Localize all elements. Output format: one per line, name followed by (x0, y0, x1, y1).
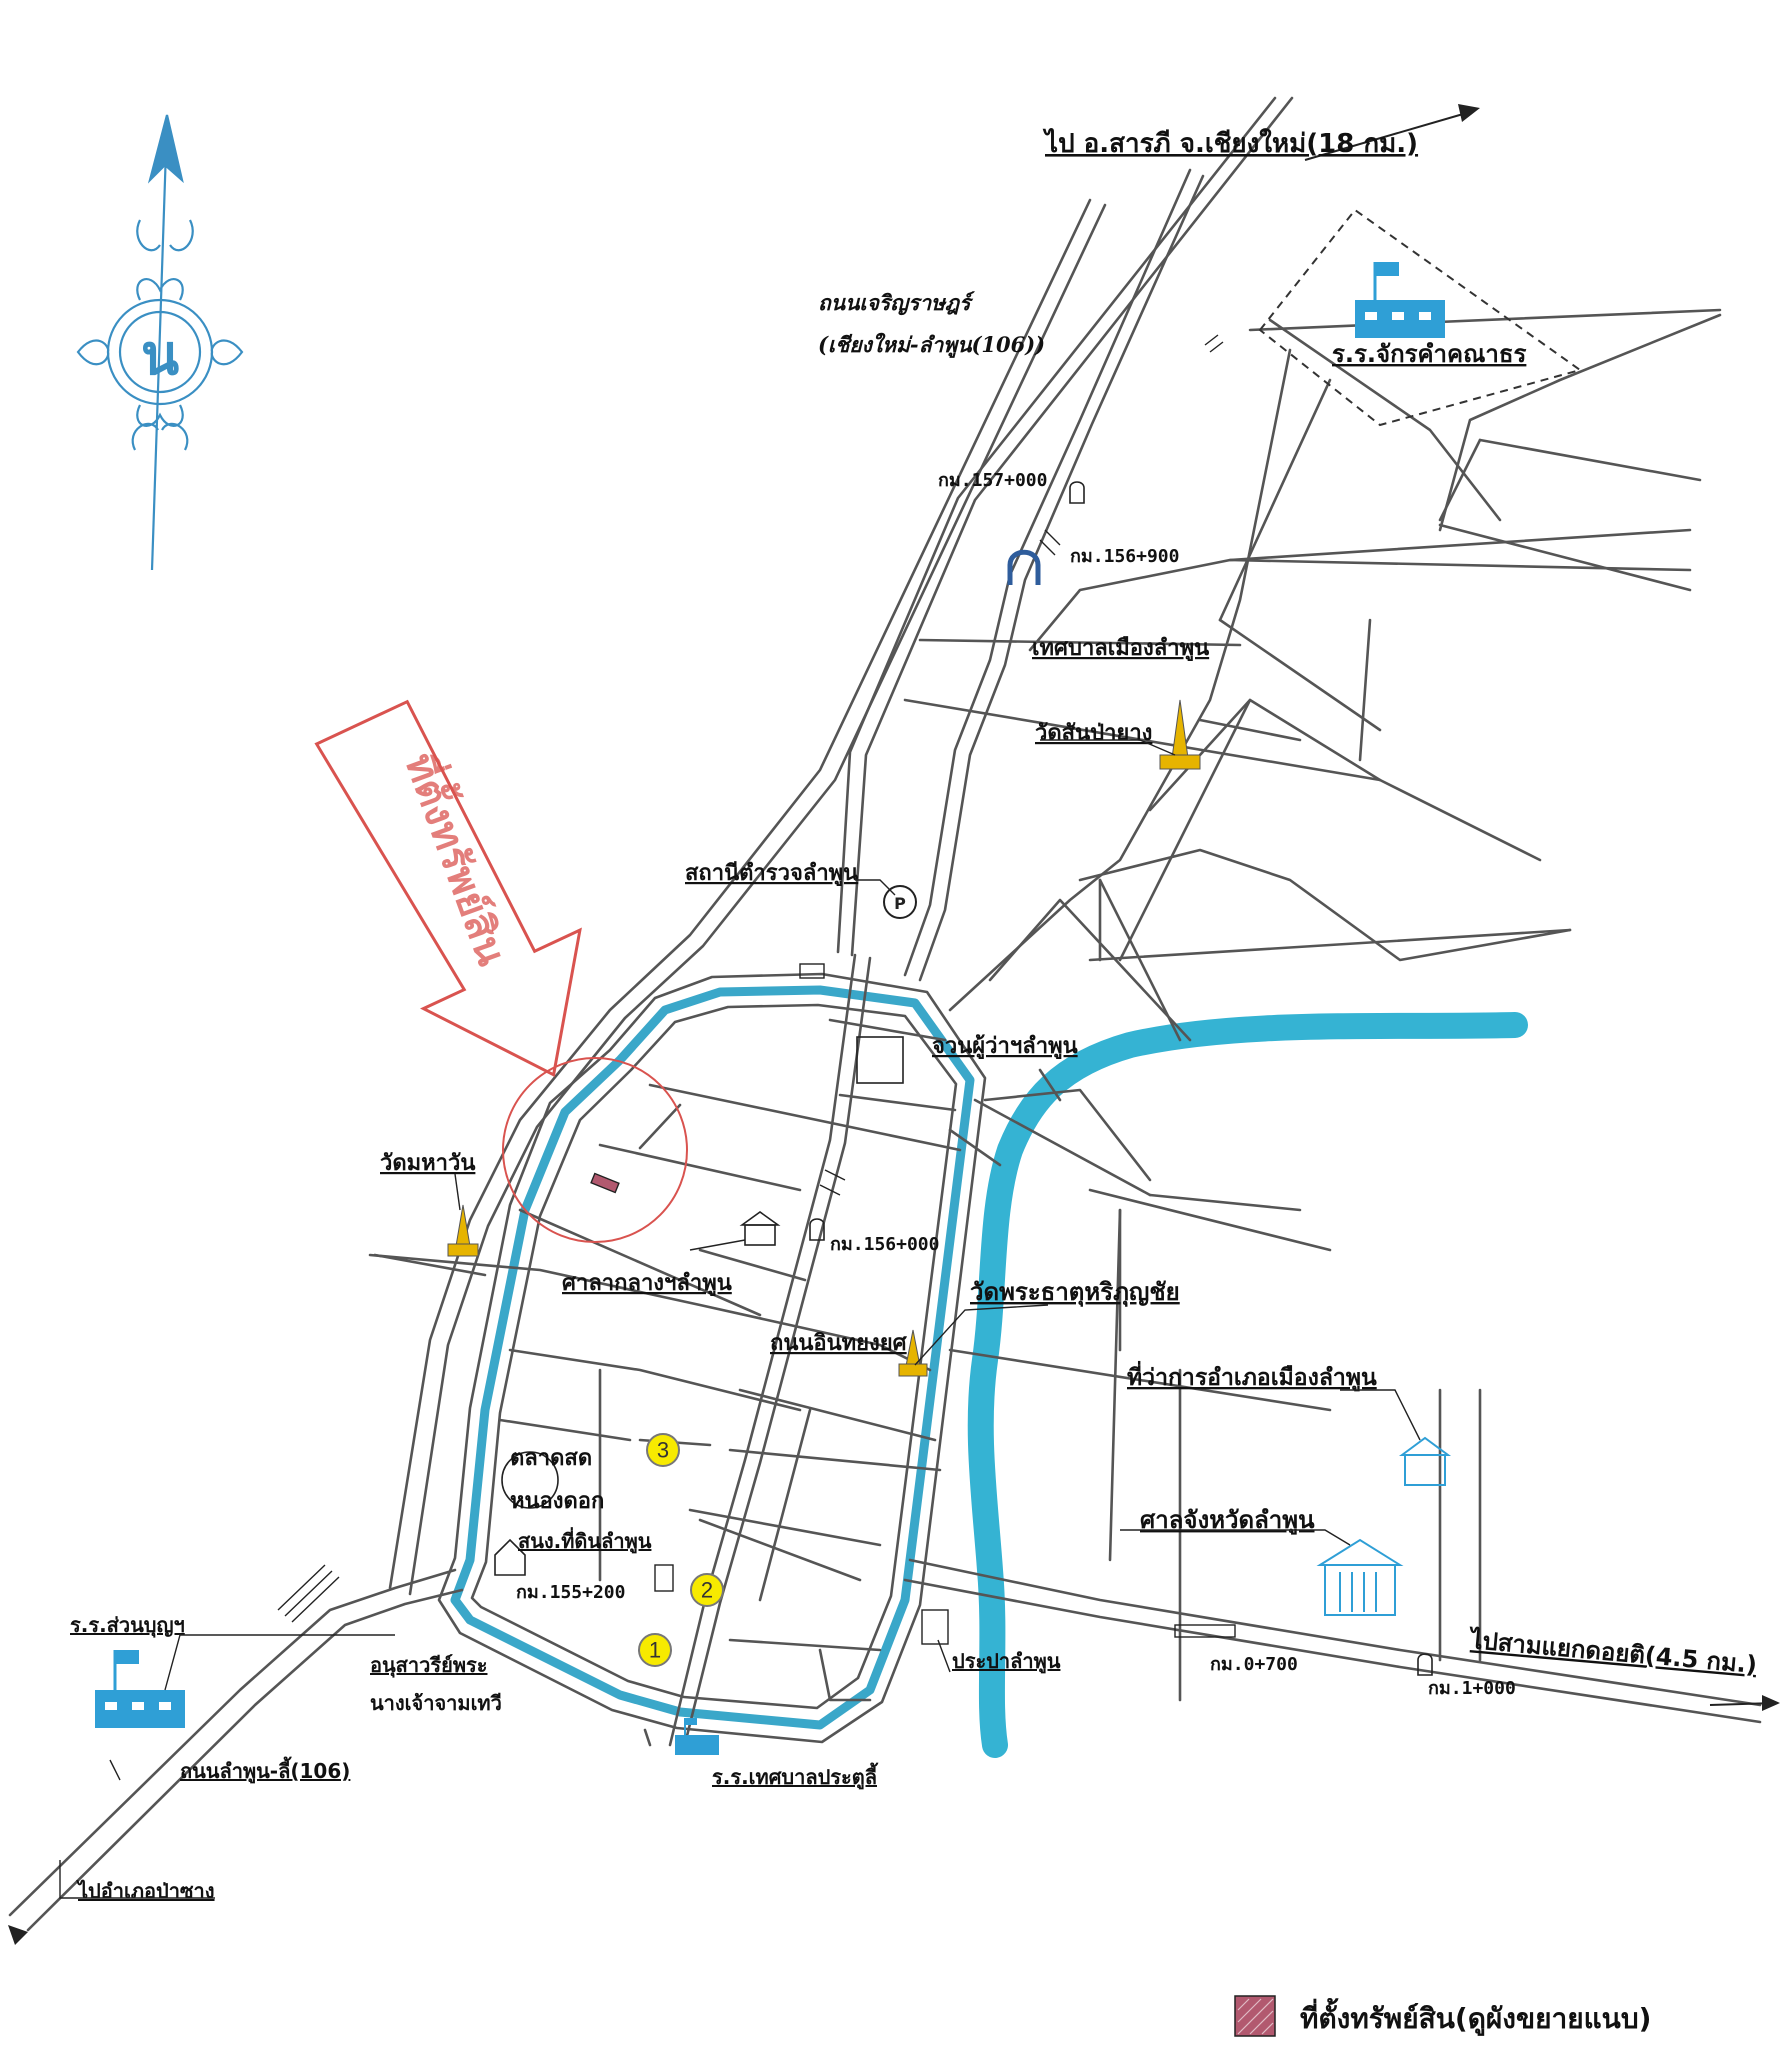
svg-text:P: P (894, 894, 906, 913)
legend: ที่ตั้งทรัพย์สิน(ดูผังขยายแนบ) (1234, 1995, 1651, 2037)
land-office-icon (654, 1564, 674, 1592)
governor-residence-icon (856, 1036, 904, 1084)
label-district-office: ที่ว่าการอำเภอเมืองลำพูน (1127, 1360, 1377, 1392)
ping-kuang-river (967, 1012, 1528, 1758)
property-highlight-circle (502, 1057, 688, 1243)
temple-icon (447, 1204, 479, 1257)
label-pointers (59, 739, 1421, 1899)
label-governor-residence: จวนผู้ว่าฯลำพูน (932, 1034, 1078, 1060)
north-arrow-icon (76, 114, 244, 571)
city-moat (450, 985, 975, 1730)
direction-arrow-doiti (1709, 1695, 1780, 1711)
marker-3: 3 (646, 1433, 680, 1467)
label-charoen-rat-1: ถนนเจริญราษฎร์ (818, 290, 975, 316)
water-works-icon (921, 1609, 949, 1645)
moat-inner-wall (470, 1003, 958, 1710)
direction-arrow-pasang (8, 1925, 28, 1945)
bridge-icon (277, 334, 1236, 1638)
label-km156: กม.156+000 (830, 1234, 939, 1255)
svg-text:3: 3 (657, 1438, 669, 1463)
label-land-office: สนง.ที่ดินลำพูน (518, 1526, 652, 1555)
label-school-pratuli: ร.ร.เทศบาลประตูลี้ (712, 1762, 879, 1791)
label-municipality: เทศบาลเมืองลำพูน (1032, 636, 1209, 662)
label-km157: กม.157+000 (938, 470, 1047, 491)
label-wat-haripunchai: วัดพระธาตุหริภุญชัย (970, 1278, 1180, 1308)
road-network (8, 96, 1762, 1932)
marker-1: 1 (638, 1633, 672, 1667)
label-to-doiti: ไปสามแยกดอยติ(4.5 กม.) (1466, 1625, 1758, 1679)
marker-2: 2 (690, 1573, 724, 1607)
school-icon (675, 1718, 719, 1755)
label-to-sarapee: ไป อ.สารภี จ.เชียงใหม่(18 กม.) (1042, 127, 1418, 159)
government-building-icon (1398, 1436, 1452, 1486)
label-monument-2: นางเจ้าจามเทวี (370, 1691, 502, 1715)
label-wat-mahawan: วัดมหาวัน (380, 1151, 475, 1176)
property-arrow-stamp (314, 699, 582, 1078)
property-parcel-icon (590, 1172, 620, 1194)
monument-icon (494, 1538, 526, 1576)
label-market-2: หนองดอก (510, 1489, 604, 1514)
label-wat-sanpayang: วัดสันป่ายาง (1035, 721, 1152, 746)
legend-text: ที่ตั้งทรัพย์สิน(ดูผังขยายแนบ) (1300, 1997, 1651, 2036)
arrow-stamp-text: ที่ตั้งทรัพย์สิน (396, 745, 521, 971)
temple-icon (1159, 699, 1201, 770)
label-km156-900: กม.156+900 (1070, 546, 1179, 567)
label-charoen-rat-2: (เชียงใหม่-ลำพูน(106)) (818, 332, 1045, 358)
label-police: สถานีตำรวจลำพูน (685, 861, 858, 887)
label-to-pasang: ไปอำเภอป่าซาง (76, 1879, 215, 1903)
label-km0-700: กม.0+700 (1210, 1654, 1298, 1675)
police-icon: P (883, 885, 917, 919)
label-km1-000: กม.1+000 (1428, 1678, 1516, 1699)
svg-text:1: 1 (649, 1638, 661, 1663)
school-icon (95, 1650, 185, 1728)
label-inthayongyot: ถนนอินทยงยศ (770, 1331, 908, 1356)
label-court: ศาลากลางฯลำพูน (562, 1271, 732, 1297)
label-km155-200: กม.155+200 (516, 1582, 625, 1603)
school-icon (1355, 262, 1445, 338)
label-school-suanboon: ร.ร.ส่วนบุญฯ (70, 1613, 185, 1638)
government-building-icon (1316, 1538, 1404, 1616)
direction-arrow-sarapee (1304, 104, 1480, 161)
moat-outer-wall (437, 972, 987, 1744)
government-building-icon (739, 1211, 781, 1246)
legend-swatch (1234, 1995, 1276, 2037)
label-school-jakkham: ร.ร.จักรคำคณาธร (1332, 340, 1526, 368)
north-letter: น (141, 322, 179, 388)
school-boundary (1258, 208, 1583, 427)
market-icon (501, 1451, 559, 1509)
label-water-works: ประปาลำพูน (952, 1649, 1061, 1675)
label-market-1: ตลาดสด (510, 1446, 592, 1471)
label-lamphun-li: ถนนลำพูน-ลี้(106) (180, 1756, 350, 1785)
km-post-icon (809, 481, 1433, 1676)
label-monument-1: อนุสาวรีย์พระ (370, 1653, 487, 1678)
svg-text:2: 2 (701, 1578, 713, 1603)
gate-icon (1007, 549, 1041, 585)
temple-icon (898, 1329, 928, 1377)
